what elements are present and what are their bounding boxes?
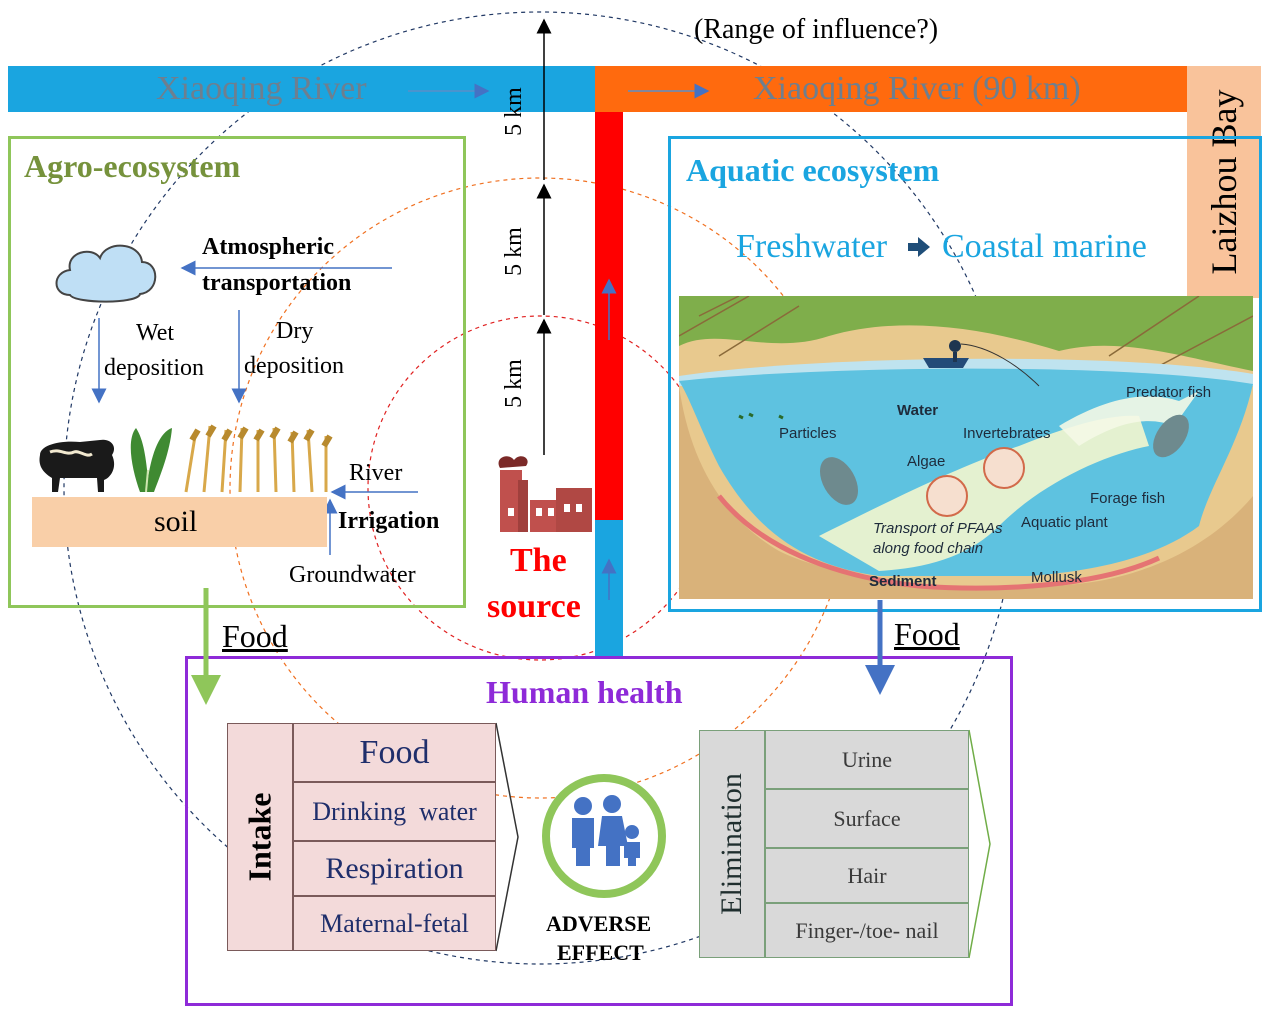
coastal-marine-label: Coastal marine — [942, 228, 1147, 265]
intake-header: Intake — [227, 723, 293, 951]
distance-label-inner: 5 km — [500, 359, 527, 408]
elimination-item-nail: Finger-/toe- nail — [765, 903, 969, 958]
river-right-label: Xiaoqing River (90 km) — [753, 70, 1081, 107]
food-label-left: Food — [222, 618, 288, 654]
lake-cross-section-graphic — [679, 296, 1253, 599]
cloud-icon — [55, 244, 157, 303]
source-label-line2: source — [487, 588, 581, 625]
scene-label-sediment: Sediment — [869, 573, 937, 590]
food-flow-arrows — [191, 588, 895, 705]
wet-deposition-label-line2: deposition — [104, 355, 204, 381]
family-icon — [542, 774, 666, 898]
dry-deposition-label-line2: deposition — [244, 353, 344, 379]
elimination-arrow-shape — [968, 729, 991, 959]
adverse-effect-line2: EFFECT — [557, 940, 644, 965]
intake-arrow-shape — [495, 722, 519, 952]
scene-label-transport-line2: along food chain — [873, 540, 984, 557]
vegetable-icon — [130, 428, 172, 493]
freshwater-to-coastal-arrow-icon — [908, 237, 930, 257]
soil-layer: soil — [32, 497, 327, 547]
intake-header-label: Intake — [241, 792, 278, 882]
intake-item-maternal-fetal: Maternal-fetal — [293, 896, 496, 951]
human-health-title: Human health — [486, 674, 683, 710]
soil-label: soil — [154, 505, 198, 538]
distance-label-middle: 5 km — [500, 227, 527, 276]
wheat-icon — [184, 424, 333, 493]
scene-label-algae: Algae — [907, 453, 946, 470]
scene-label-transport-line1: Transport of PFAAs — [873, 520, 1003, 537]
human-health-box — [185, 656, 1013, 1006]
distance-label-outer: 5 km — [500, 87, 527, 136]
elimination-item-urine: Urine — [765, 730, 969, 789]
elimination-item-hair: Hair — [765, 848, 969, 903]
elimination-header-label: Elimination — [715, 773, 748, 915]
agro-flow-arrows — [91, 260, 418, 555]
cow-icon — [39, 439, 115, 492]
freshwater-label: Freshwater — [736, 228, 888, 265]
scene-label-particles: Particles — [779, 425, 837, 442]
xiaoqing-river-upstream: Xiaoqing River — [8, 66, 595, 112]
river-source-label: River — [349, 460, 403, 486]
intake-item-drinking-water: Drinking water — [293, 782, 496, 841]
range-of-influence-note: (Range of influence?) — [694, 14, 939, 45]
aquatic-food-chain-illustration: Water Particles Invertebrates Algae Pred… — [679, 296, 1253, 599]
agro-ecosystem-title: Agro-ecosystem — [24, 148, 241, 184]
factory-icon — [498, 456, 592, 532]
scene-label-forage-fish: Forage fish — [1090, 490, 1166, 507]
river-left-label: Xiaoqing River — [156, 70, 367, 107]
elimination-header: Elimination — [699, 730, 765, 958]
source-label-line1: The — [510, 542, 567, 579]
scene-label-mollusk: Mollusk — [1031, 569, 1082, 586]
dry-deposition-label-line1: Dry — [276, 318, 314, 344]
aquatic-ecosystem-title: Aquatic ecosystem — [686, 152, 940, 188]
scene-label-invertebrates: Invertebrates — [963, 425, 1051, 442]
agro-ecosystem-box — [8, 136, 466, 608]
intake-item-respiration: Respiration — [293, 841, 496, 896]
irrigation-label: Irrigation — [338, 508, 440, 534]
scene-label-predator-fish: Predator fish — [1126, 384, 1212, 401]
adverse-effect-line1: ADVERSE — [546, 911, 652, 936]
groundwater-label: Groundwater — [289, 562, 416, 588]
atmospheric-label-line1: Atmospheric — [202, 234, 334, 260]
aquatic-ecosystem-box — [668, 136, 1262, 612]
scene-label-aquatic-plant: Aquatic plant — [1021, 514, 1108, 531]
wet-deposition-label-line1: Wet — [136, 320, 175, 346]
intake-item-food: Food — [293, 723, 496, 782]
elimination-item-surface: Surface — [765, 789, 969, 848]
laizhou-bay: Laizhou Bay — [1187, 66, 1261, 298]
food-label-right: Food — [894, 616, 960, 652]
xiaoqing-river-downstream: Xiaoqing River (90 km) — [595, 66, 1187, 112]
atmospheric-label-line2: transportation — [202, 270, 352, 296]
scene-label-water: Water — [897, 402, 939, 419]
